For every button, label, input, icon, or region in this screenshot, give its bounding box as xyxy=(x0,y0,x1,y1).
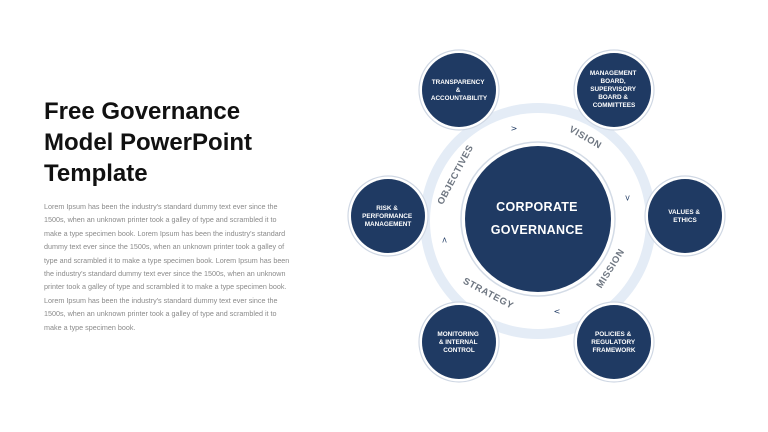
title-line-3: Template xyxy=(44,160,148,187)
node-values-ethics: VALUES & ETHICS xyxy=(644,175,726,257)
node-label: & INTERNAL xyxy=(439,339,478,346)
node-label: COMMITTEES xyxy=(593,102,636,109)
node-label: MONITORING xyxy=(437,331,478,338)
body-paragraph: Lorem Ipsum has been the industry's stan… xyxy=(44,202,290,332)
svg-text:TRANSPARENCY & ACC: TRANSPARENCY & ACCOUNTABILITY xyxy=(431,79,488,102)
page-title: Free Governance Model PowerPoint Templat… xyxy=(44,96,344,189)
title-line-2: Model PowerPoint xyxy=(44,129,253,156)
node-label: & xyxy=(456,87,461,94)
node-transparency: TRANSPARENCY & ACCOUNTABILITY xyxy=(418,49,500,131)
center-circle xyxy=(465,146,611,292)
node-label: RISK & xyxy=(376,205,398,212)
node-management-board: MANAGEMENT BOARD, SUPERVISORY BOARD & CO… xyxy=(573,49,655,131)
svg-text:MONITORING & INTERNAL: MONITORING & INTERNAL CONTROL xyxy=(437,331,480,354)
node-label: BOARD, xyxy=(601,78,626,85)
node-label: SUPERVISORY xyxy=(590,86,637,93)
node-label: VALUES & xyxy=(668,209,700,216)
svg-text:MANAGEMENT BOARD,: MANAGEMENT BOARD, SUPERVISORY BOARD & CO… xyxy=(590,70,638,109)
chevron-arrow-icon: > xyxy=(511,124,518,133)
svg-text:VALUES & ETHICS: VALUES & ETHICS xyxy=(668,209,702,224)
svg-text:RISK & PERFORMANCE: RISK & PERFORMANCE MANAGEMENT xyxy=(362,205,414,228)
node-monitoring: MONITORING & INTERNAL CONTROL xyxy=(418,301,500,383)
chevron-arrow-icon: < xyxy=(554,307,561,316)
node-label: REGULATORY xyxy=(591,339,636,346)
center-label-line-1: CORPORATE xyxy=(496,200,578,214)
node-label: ETHICS xyxy=(673,217,697,224)
chevron-arrow-icon: < xyxy=(440,237,449,244)
center-label-line-2: GOVERNANCE xyxy=(491,223,584,237)
node-label: MANAGEMENT xyxy=(365,221,412,228)
chevron-arrow-icon: > xyxy=(623,195,632,202)
node-label: CONTROL xyxy=(443,347,475,354)
node-label: MANAGEMENT xyxy=(590,70,637,77)
node-label: ACCOUNTABILITY xyxy=(431,95,488,102)
node-label: TRANSPARENCY xyxy=(432,79,486,86)
node-label: BOARD & xyxy=(598,94,628,101)
svg-text:POLICIES & REGULATORY: POLICIES & REGULATORY FRAMEWORK xyxy=(591,331,637,354)
title-line-1: Free Governance xyxy=(44,98,241,125)
node-label: PERFORMANCE xyxy=(362,213,413,220)
node-risk: RISK & PERFORMANCE MANAGEMENT xyxy=(347,175,429,257)
node-label: FRAMEWORK xyxy=(593,347,636,354)
node-label: POLICIES & xyxy=(595,331,632,338)
node-policies: POLICIES & REGULATORY FRAMEWORK xyxy=(573,301,655,383)
